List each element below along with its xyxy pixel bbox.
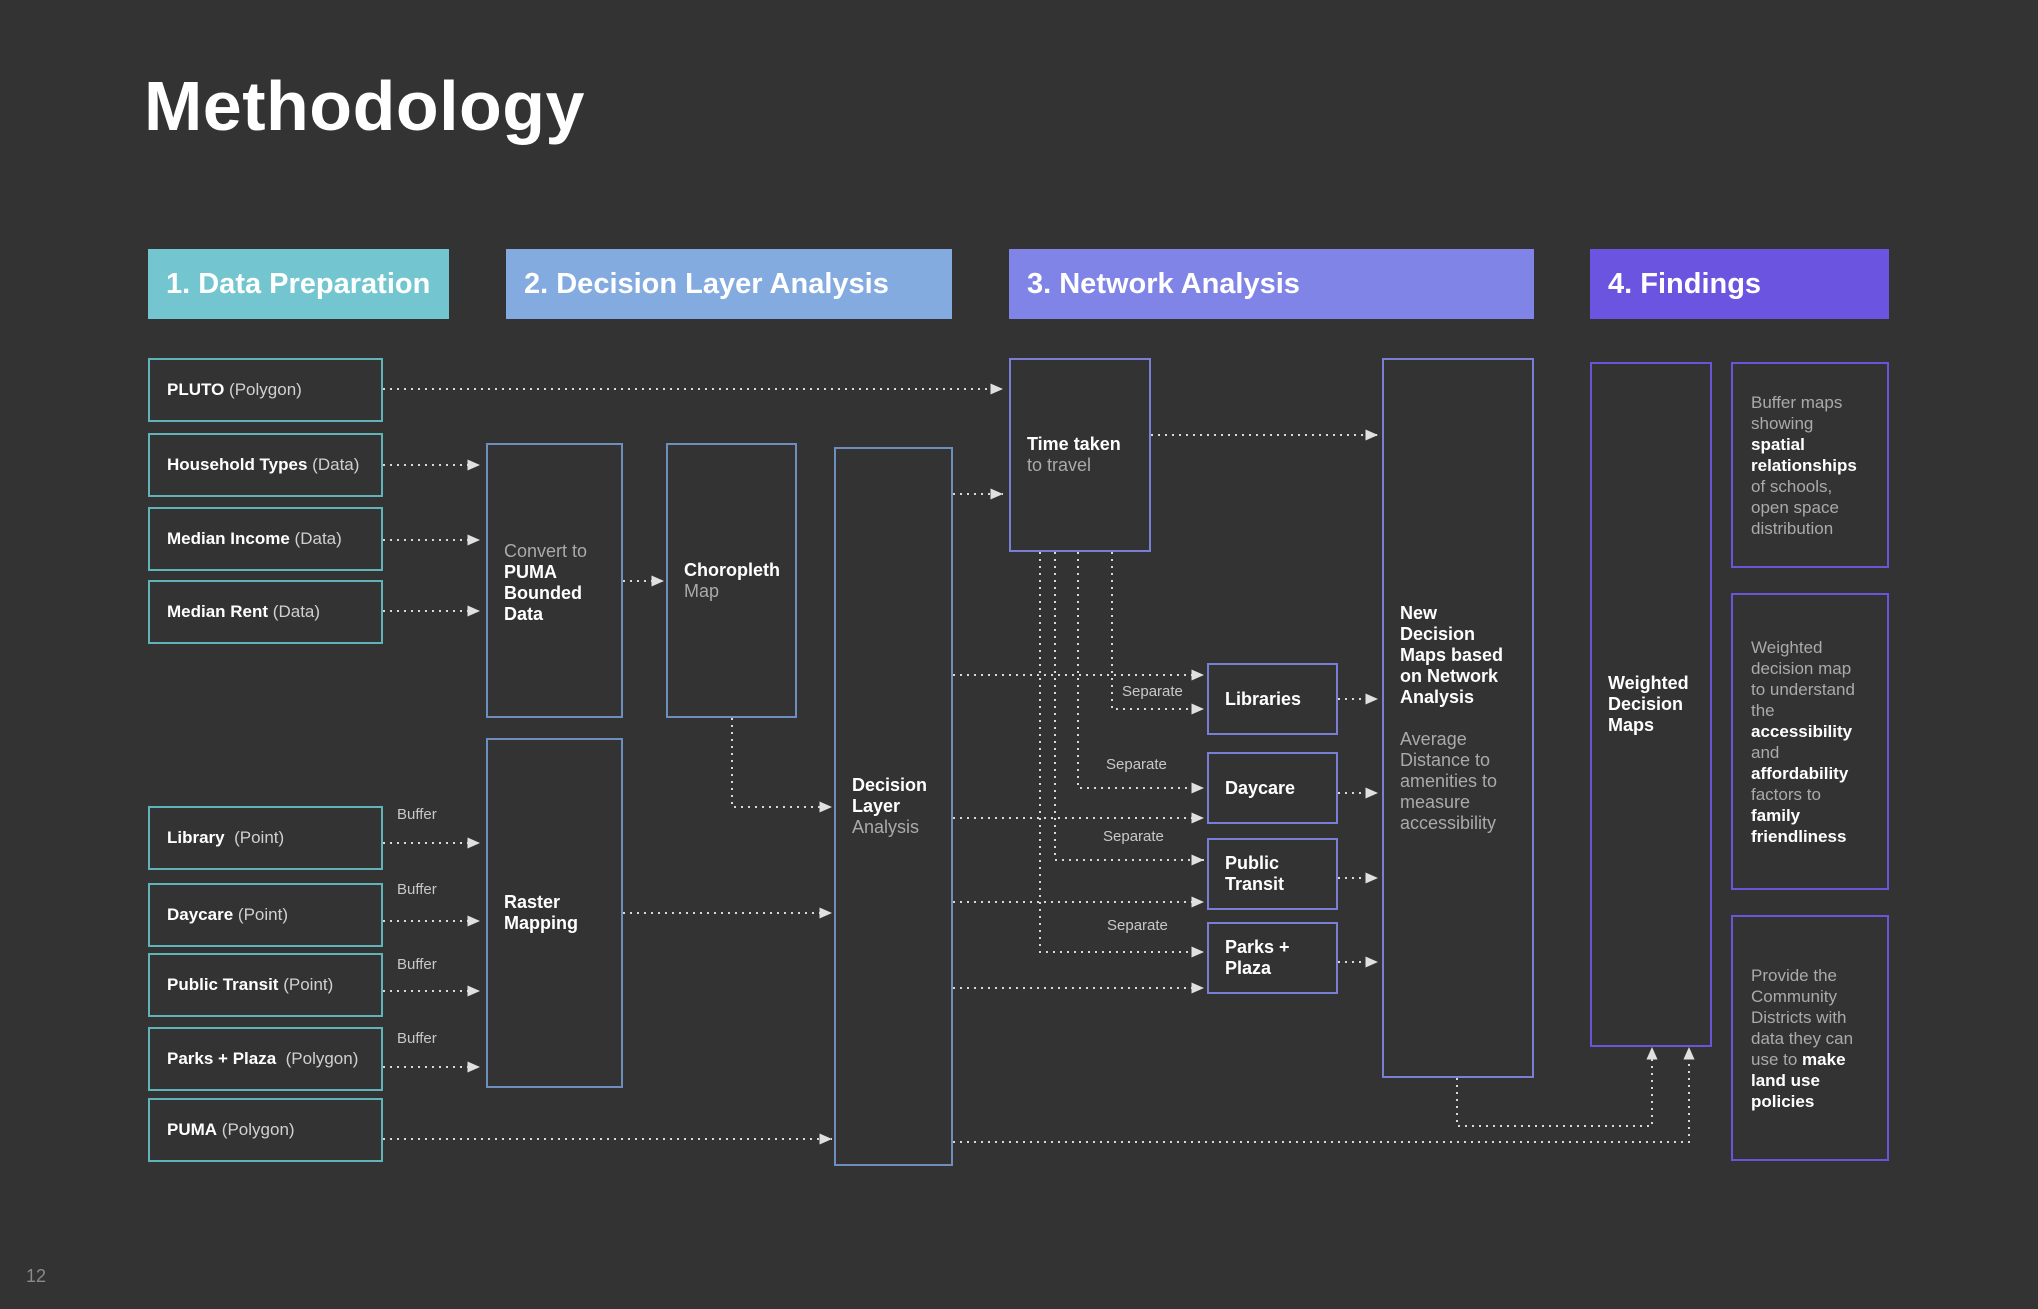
- separate-label: Separate: [1103, 828, 1164, 845]
- finding-community-districts: Provide the Community Districts with dat…: [1731, 915, 1889, 1161]
- header-decision-layer-analysis: 2. Decision Layer Analysis: [506, 249, 952, 319]
- input-median-income: Median Income (Data): [148, 507, 383, 571]
- amenity-public-transit: Public Transit: [1207, 838, 1338, 910]
- separate-label: Separate: [1107, 917, 1168, 934]
- input-daycare: Daycare (Point): [148, 883, 383, 947]
- separate-label: Separate: [1106, 756, 1167, 773]
- buffer-label: Buffer: [397, 956, 437, 973]
- header-data-preparation: 1. Data Preparation: [148, 249, 449, 319]
- amenity-daycare: Daycare: [1207, 752, 1338, 824]
- amenity-parks-plaza: Parks + Plaza: [1207, 922, 1338, 994]
- buffer-label: Buffer: [397, 881, 437, 898]
- input-parks-plaza: Parks + Plaza (Polygon): [148, 1027, 383, 1091]
- decision-layer-analysis-box: Decision Layer Analysis: [834, 447, 953, 1166]
- choropleth-map-box: Choropleth Map: [666, 443, 797, 718]
- buffer-label: Buffer: [397, 806, 437, 823]
- raster-mapping-box: Raster Mapping: [486, 738, 623, 1088]
- page-number: 12: [26, 1266, 47, 1286]
- convert-to-puma-box: Convert to PUMA Bounded Data: [486, 443, 623, 718]
- amenity-libraries: Libraries: [1207, 663, 1338, 735]
- header-network-analysis: 3. Network Analysis: [1009, 249, 1534, 319]
- input-puma: PUMA (Polygon): [148, 1098, 383, 1162]
- finding-weighted-decision-map: Weighted decision map to understand the …: [1731, 593, 1889, 890]
- buffer-label: Buffer: [397, 1030, 437, 1047]
- input-pluto: PLUTO (Polygon): [148, 358, 383, 422]
- page-title: Methodology: [144, 67, 585, 145]
- separate-label: Separate: [1122, 683, 1183, 700]
- time-taken-box: Time taken to travel: [1009, 358, 1151, 552]
- new-decision-maps-box: New Decision Maps based on Network Analy…: [1382, 358, 1534, 1078]
- header-findings: 4. Findings: [1590, 249, 1889, 319]
- weighted-decision-maps-box: Weighted Decision Maps: [1590, 362, 1712, 1047]
- finding-buffer-maps: Buffer maps showing spatial relationship…: [1731, 362, 1889, 568]
- input-public-transit: Public Transit (Point): [148, 953, 383, 1017]
- input-household-types: Household Types (Data): [148, 433, 383, 497]
- input-median-rent: Median Rent (Data): [148, 580, 383, 644]
- input-library: Library (Point): [148, 806, 383, 870]
